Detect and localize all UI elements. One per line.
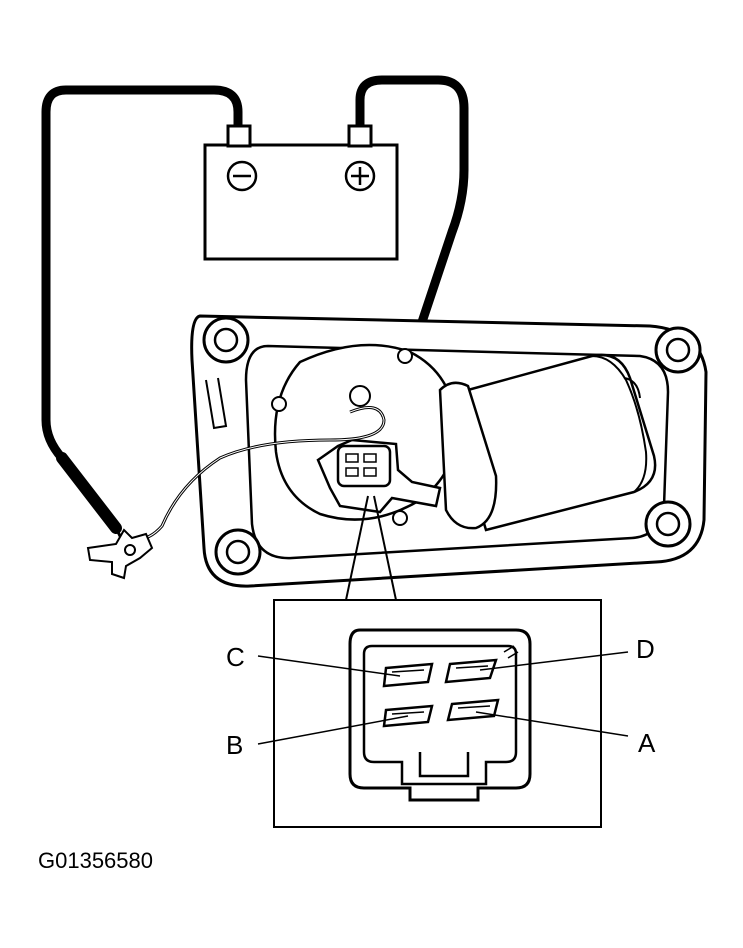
terminal-d-slot [444,658,498,684]
ground-wire [133,406,386,542]
callout-line-a [475,711,629,737]
motor-body [438,353,657,532]
terminal-label-b: B [226,730,243,760]
bolt-bottom-left [214,528,262,576]
terminal-label-d: D [636,634,655,664]
motor-connector [316,438,442,514]
callout-lines [257,651,629,745]
bolt-top-right [654,326,702,374]
battery-negative-post [226,124,252,148]
battery-positive-post [347,124,373,148]
callout-line-c [257,655,401,677]
connector-shell [348,628,532,802]
callout-line-b [257,715,409,745]
callout-line-d [479,651,629,671]
figure-code: G01356580 [38,848,153,873]
negative-terminal-icon [226,160,258,192]
connector-detail [273,599,602,828]
bolt-top-left [202,316,250,364]
terminal-label-c: C [226,642,245,672]
terminal-label-a: A [638,728,656,758]
positive-terminal-icon [344,160,376,192]
terminal-c-slot [382,662,434,688]
battery [203,124,399,261]
bolt-bottom-right [644,500,692,548]
detail-leader [345,495,397,601]
terminal-a-slot [446,698,500,722]
ground-terminal [86,528,154,580]
